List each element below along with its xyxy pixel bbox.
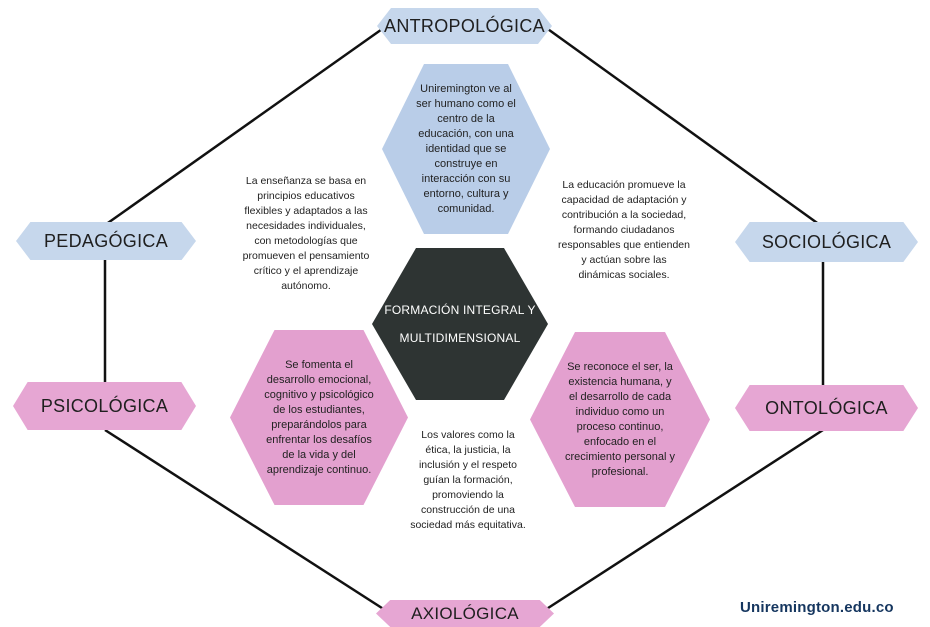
label-ontologica: ONTOLÓGICA <box>735 385 918 431</box>
label-axiologica: AXIOLÓGICA <box>376 600 554 627</box>
brand-website: Uniremington.edu.co <box>740 599 894 616</box>
connector-bottom-left <box>104 428 386 612</box>
label-sociologica: SOCIOLÓGICA <box>735 222 918 262</box>
hex-ontologica-text: Se reconoce el ser, la existencia humana… <box>564 360 676 478</box>
label-psicologica: PSICOLÓGICA <box>13 382 196 430</box>
hex-psicologica-text: Se fomenta el desarrollo emocional, cogn… <box>264 358 374 476</box>
label-pedagogica: PEDAGÓGICA <box>16 222 196 260</box>
connector-top-right <box>544 25 821 227</box>
hex-antropologica-text: Uniremington ve al ser humano como el ce… <box>416 82 516 215</box>
center-title-line1: FORMACIÓN INTEGRAL Y <box>384 303 536 317</box>
label-antropologica: ANTROPOLÓGICA <box>377 8 552 44</box>
desc-sociologica: La educación promueve la capacidad de ad… <box>558 179 690 281</box>
center-title-line2: MULTIDIMENSIONAL <box>399 331 521 345</box>
connector-top-left <box>104 25 386 227</box>
desc-axiologica: Los valores como la ética, la justicia, … <box>410 429 526 531</box>
connector-bottom-right <box>544 428 824 612</box>
desc-pedagogica: La enseñanza se basa en principios educa… <box>242 175 370 292</box>
